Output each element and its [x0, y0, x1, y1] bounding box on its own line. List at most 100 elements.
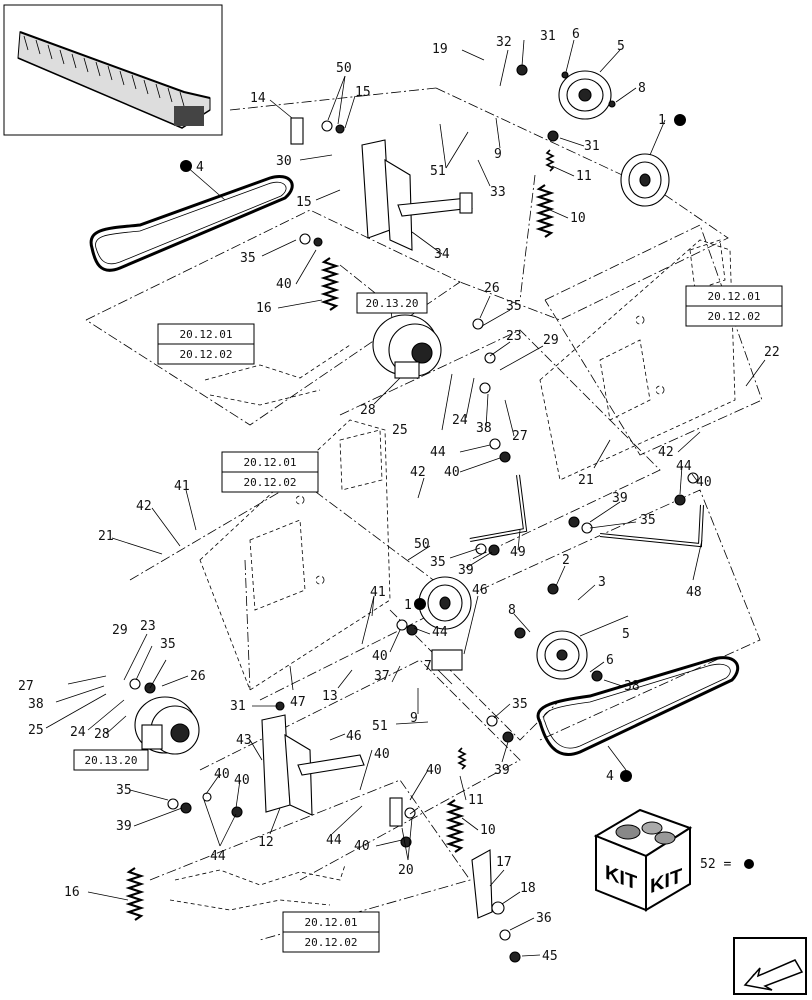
callout-40: 40	[354, 839, 370, 854]
drive-belt-lower	[536, 656, 740, 756]
callout-32: 32	[496, 35, 512, 50]
ref-box-text: 20.13.20	[85, 754, 138, 767]
ref-box-harness-upper[interactable]: 20.12.01 20.12.02	[157, 323, 255, 365]
filled-dot-marker-icon	[620, 770, 632, 782]
callout-35: 35	[430, 555, 446, 570]
callout-44: 44	[430, 445, 446, 460]
callout-31: 31	[540, 29, 556, 44]
ref-box-clutch-lower[interactable]: 20.13.20	[73, 749, 149, 771]
callout-47: 47	[290, 695, 306, 710]
rod-48	[599, 504, 704, 548]
navigation-arrow-icon[interactable]	[733, 937, 807, 995]
clutch-upper	[372, 314, 442, 379]
callout-40: 40	[444, 465, 460, 480]
callout-31: 31	[584, 139, 600, 154]
callout-23: 23	[506, 329, 522, 344]
callout-12: 12	[258, 835, 274, 850]
callout-38: 38	[476, 421, 492, 436]
callout-19: 19	[432, 42, 448, 57]
callout-6: 6	[572, 27, 580, 42]
callout-40: 40	[234, 773, 250, 788]
idler-bracket-lower	[261, 714, 365, 816]
callout-18: 18	[520, 881, 536, 896]
callout-25: 25	[392, 423, 408, 438]
ref-box-text: 20.12.02	[305, 936, 358, 949]
callout-36: 36	[536, 911, 552, 926]
callout-44: 44	[432, 625, 448, 640]
callout-1: 1	[404, 598, 412, 613]
callout-21: 21	[98, 529, 114, 544]
callout-labels: 50 15 14 30 15 51 19 32 31 6 5 8 9 31 1 …	[18, 27, 780, 964]
callout-38: 38	[28, 697, 44, 712]
callout-29: 29	[112, 623, 128, 638]
callout-44: 44	[210, 849, 226, 864]
ref-box-text: 20.12.01	[180, 328, 233, 341]
callout-35: 35	[506, 299, 522, 314]
callout-13: 13	[322, 689, 338, 704]
callout-26: 26	[190, 669, 206, 684]
callout-24: 24	[70, 725, 86, 740]
callout-6: 6	[606, 653, 614, 668]
callout-5: 5	[617, 39, 625, 54]
callout-40: 40	[696, 475, 712, 490]
callout-27: 27	[18, 679, 34, 694]
idler-bracket-upper	[361, 139, 473, 251]
callout-10: 10	[480, 823, 496, 838]
filled-dot-marker-icon	[180, 160, 192, 172]
callout-22: 22	[764, 345, 780, 360]
callout-7: 7	[424, 659, 432, 674]
callout-30: 30	[276, 154, 292, 169]
callout-43: 43	[236, 733, 252, 748]
callout-44: 44	[326, 833, 342, 848]
ref-box-harness-lower[interactable]: 20.12.01 20.12.02	[282, 911, 380, 953]
callout-46: 46	[346, 729, 362, 744]
fastener-set	[129, 64, 699, 963]
callout-45: 45	[542, 949, 558, 964]
ref-box-text: 20.12.01	[305, 916, 358, 929]
lower-side-frame	[199, 419, 391, 691]
callout-35: 35	[116, 783, 132, 798]
callout-26: 26	[484, 281, 500, 296]
callout-4: 4	[196, 160, 204, 175]
callout-1: 1	[658, 113, 666, 128]
ref-box-text: 20.12.02	[180, 348, 233, 361]
spring-10-upper	[535, 184, 555, 238]
callout-25: 25	[28, 723, 44, 738]
callout-5: 5	[622, 627, 630, 642]
ref-box-text: 20.12.02	[708, 310, 761, 323]
ref-box-frame-upper[interactable]: 20.12.01 20.12.02	[685, 285, 783, 327]
callout-39: 39	[612, 491, 628, 506]
ref-box-frame-lower[interactable]: 20.12.01 20.12.02	[221, 451, 319, 493]
callout-35: 35	[640, 513, 656, 528]
callout-33: 33	[490, 185, 506, 200]
pulley-5-upper	[558, 70, 612, 120]
callout-17: 17	[496, 855, 512, 870]
callout-15: 15	[355, 85, 371, 100]
callout-28: 28	[94, 727, 110, 742]
leader-lines	[45, 39, 766, 957]
spring-11-upper	[545, 149, 555, 172]
callout-20: 20	[398, 863, 414, 878]
spring-10-lower	[445, 799, 465, 853]
callout-15: 15	[296, 195, 312, 210]
ref-box-text: 20.12.01	[708, 290, 761, 303]
ref-box-text: 20.12.01	[244, 456, 297, 469]
callout-35: 35	[512, 697, 528, 712]
spring-16-upper	[320, 257, 340, 311]
callout-8: 8	[508, 603, 516, 618]
callout-11: 11	[576, 169, 592, 184]
kit-legend-text: 52 =	[700, 857, 731, 872]
drive-belt-upper	[89, 175, 294, 272]
callout-40: 40	[276, 277, 292, 292]
callout-21: 21	[578, 473, 594, 488]
callout-41: 41	[370, 585, 386, 600]
callout-9: 9	[494, 147, 502, 162]
callout-46: 46	[472, 583, 488, 598]
callout-39: 39	[116, 819, 132, 834]
callout-35: 35	[160, 637, 176, 652]
ref-box-clutch-upper[interactable]: 20.13.20	[356, 292, 428, 314]
callout-27: 27	[512, 429, 528, 444]
kit-box-icon: KIT KIT	[593, 808, 693, 912]
